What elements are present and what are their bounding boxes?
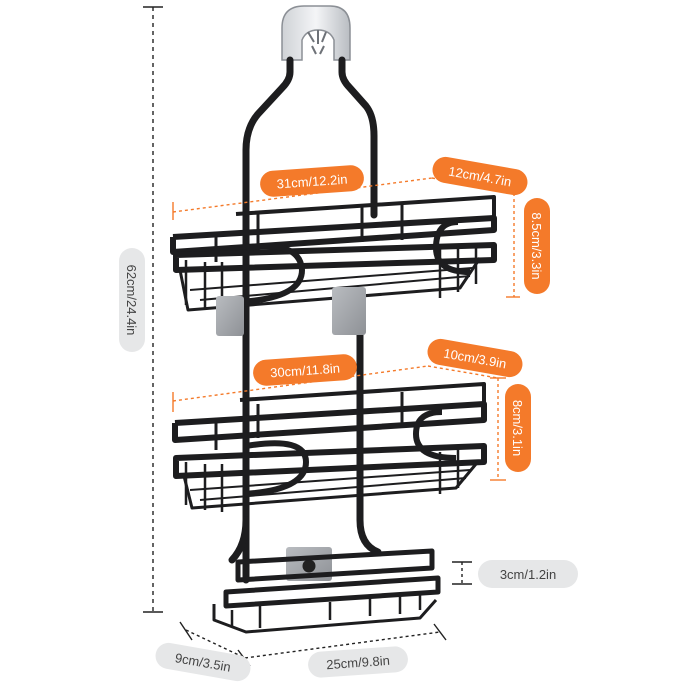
total-height-dimension [143,6,163,613]
total-height-label: 62cm/24.4in [119,248,145,352]
bottom-width-label: 25cm/9.8in [308,646,408,678]
top-height-text: 8.5cm/3.3in [529,212,544,279]
caddy-frame [228,56,382,584]
bottom-height-dimension [452,561,472,585]
middle-width-text: 30cm/11.8in [270,361,341,381]
middle-depth-label: 10cm/3.9in [427,338,523,378]
top-width-text: 31cm/12.2in [276,172,348,192]
top-depth-label: 12cm/4.7in [432,156,528,196]
bottom-width-text: 25cm/9.8in [326,653,390,672]
top-height-label: 8.5cm/3.3in [524,198,550,294]
middle-width-label: 30cm/11.8in [253,354,357,386]
top-width-label: 31cm/12.2in [260,165,364,197]
bottom-depth-label: 9cm/3.5in [155,642,251,682]
bottom-height-text: 3cm/1.2in [500,567,556,582]
top-shelf [170,195,497,312]
bottom-height-label: 3cm/1.2in [478,560,578,588]
hanger-clamp [281,5,351,61]
middle-height-text: 8cm/3.1in [510,400,525,456]
bottom-shelf [212,547,441,634]
middle-shelf [172,382,487,512]
middle-height-label: 8cm/3.1in [505,384,531,472]
middle-shelf-dimension-lines [172,365,506,481]
adhesive-pads-top [216,287,366,336]
total-height-text: 62cm/24.4in [124,265,139,336]
